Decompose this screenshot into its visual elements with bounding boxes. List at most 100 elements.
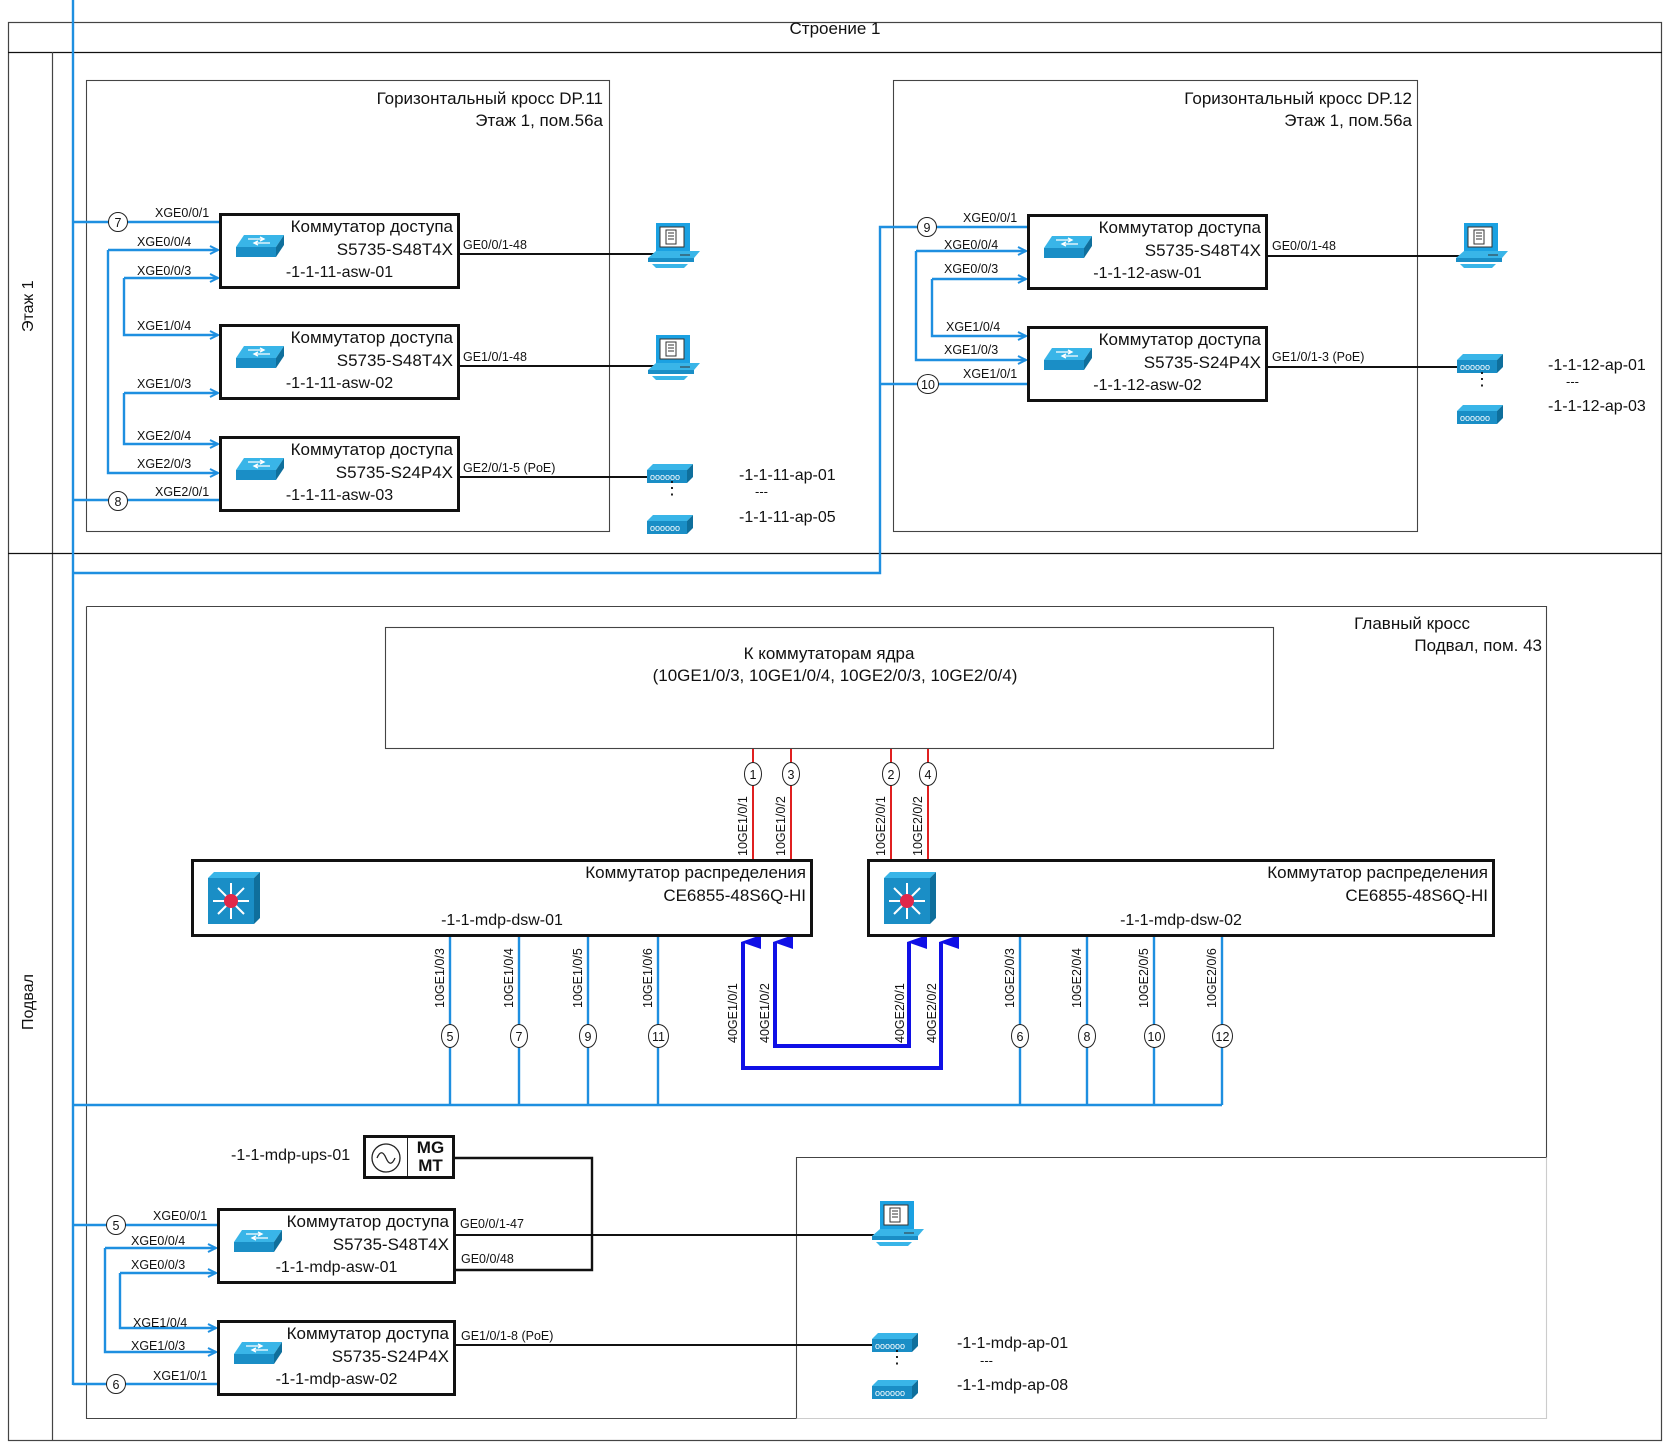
port-label: 40GE2/0/1 (893, 983, 907, 1043)
stack-interlinks (103, 250, 1026, 1352)
port-label: XGE1/0/3 (944, 343, 999, 357)
access-switch-icon (1044, 236, 1092, 258)
downlink-label: GE1/0/1-8 (PoE) (461, 1329, 554, 1343)
switch-model: S5735-S24P4X (331, 1347, 449, 1366)
port-label: XGE0/0/3 (137, 264, 192, 278)
switch-dsw-01[interactable]: Коммутатор распределения CE6855-48S6Q-HI… (191, 859, 813, 937)
switch-asw-mdp-01[interactable]: Коммутатор доступа S5735-S48T4X -1-1-mdp… (217, 1208, 456, 1284)
access-point-icon: oooooo (647, 515, 693, 534)
mdp-frame (86, 605, 1548, 1158)
building-title: Строение 1 (789, 19, 881, 38)
switch-asw-11-03[interactable]: Коммутатор доступа S5735-S24P4X -1-1-11-… (219, 436, 460, 512)
access-point-icon: oooooo (647, 464, 693, 483)
port-label: 10GE1/0/3 (433, 948, 447, 1008)
port-label: 40GE1/0/2 (758, 983, 772, 1043)
ups-device[interactable]: MG MT (363, 1135, 455, 1179)
port-label: XGE2/0/1 (155, 485, 210, 499)
port-label: XGE1/0/1 (963, 367, 1018, 381)
workstation-icon (1456, 223, 1508, 268)
dp12-location: Этаж 1, пом.56а (1284, 111, 1412, 130)
svg-text:oooooo: oooooo (650, 523, 680, 533)
distribution-switch-icon (884, 872, 936, 924)
access-switch-icon (1044, 348, 1092, 370)
link-node: 8 (108, 491, 128, 511)
link-node: 9 (917, 217, 937, 237)
switch-type: Коммутатор доступа (286, 1324, 449, 1343)
port-label: XGE0/0/4 (131, 1234, 186, 1248)
port-label: 10GE2/0/1 (874, 796, 888, 856)
port-label: XGE2/0/4 (137, 429, 192, 443)
ap-label-last: -1-1-mdp-ap-08 (957, 1377, 1069, 1394)
svg-text:oooooo: oooooo (1460, 362, 1490, 372)
downlink-label: GE1/0/1-48 (463, 350, 527, 364)
uplink-wires (71, 0, 1224, 1386)
port-label: 10GE2/0/2 (911, 796, 925, 856)
dp11-frame (85, 79, 611, 533)
ups-label: -1-1-mdp-ups-01 (231, 1147, 351, 1164)
link-node: 5 (106, 1215, 126, 1235)
switch-type: Коммутатор доступа (290, 328, 453, 347)
port-label: XGE1/0/4 (133, 1316, 188, 1330)
port-label: 10GE2/0/4 (1070, 948, 1084, 1008)
switch-dsw-02[interactable]: Коммутатор распределения CE6855-48S6Q-HI… (867, 859, 1495, 937)
link-node: 10 (1144, 1024, 1165, 1048)
svg-text:oooooo: oooooo (650, 472, 680, 482)
access-point-icon: oooooo (872, 1380, 918, 1399)
workstation-icon (872, 1201, 924, 1246)
switch-asw-11-02[interactable]: Коммутатор доступа S5735-S48T4X -1-1-11-… (219, 324, 460, 400)
port-label: XGE1/0/1 (153, 1369, 208, 1383)
port-label: XGE0/0/3 (944, 262, 999, 276)
switch-name: -1-1-11-asw-02 (285, 375, 394, 392)
downlink-label: GE2/0/1-5 (PoE) (463, 461, 556, 475)
ellipsis-vertical-icon: ⋮ (1473, 369, 1491, 389)
port-label: 10GE2/0/6 (1205, 948, 1219, 1008)
lane-floor1: Этаж 1 (20, 280, 37, 332)
ap-label-last: -1-1-11-ap-05 (739, 509, 836, 526)
switch-type: Коммутатор распределения (585, 863, 806, 882)
switch-model: S5735-S24P4X (335, 463, 453, 482)
switch-model: CE6855-48S6Q-HI (1345, 886, 1488, 905)
dp12-title: Горизонтальный кросс DP.12 Этаж 1, пом.5… (1184, 88, 1412, 132)
port-label: 40GE2/0/2 (925, 983, 939, 1043)
switch-type: Коммутатор доступа (1098, 330, 1261, 349)
switch-name: -1-1-mdp-dsw-01 (441, 912, 563, 929)
access-switch-icon (236, 346, 284, 368)
ellipsis-vertical-icon: ⋮ (888, 1347, 906, 1367)
port-label: 40GE1/0/1 (726, 983, 740, 1043)
ap-label-first: -1-1-11-ap-01 (739, 467, 836, 484)
ap-label-first: -1-1-mdp-ap-01 (957, 1335, 1069, 1352)
switch-type: Коммутатор доступа (286, 1212, 449, 1231)
switch-model: S5735-S48T4X (336, 351, 453, 370)
svg-text:oooooo: oooooo (1460, 413, 1490, 423)
port-label: 10GE1/0/2 (774, 796, 788, 856)
mdp-location: Подвал, пом. 43 (1414, 636, 1542, 655)
access-switch-icon (236, 235, 284, 257)
mdp-title: Главный кросс Подвал, пом. 43 (1354, 613, 1542, 657)
switch-model: S5735-S48T4X (332, 1235, 449, 1254)
dp12-title-text: Горизонтальный кросс DP.12 (1184, 89, 1412, 108)
switch-asw-12-02[interactable]: Коммутатор доступа S5735-S24P4X -1-1-12-… (1027, 326, 1268, 402)
port-label: 10GE2/0/3 (1003, 948, 1017, 1008)
switch-name: -1-1-12-asw-01 (1093, 265, 1202, 282)
mdp-title-text: Главный кросс (1354, 614, 1470, 633)
access-point-icon: oooooo (1457, 354, 1503, 373)
switch-type: Коммутатор доступа (290, 440, 453, 459)
switch-asw-12-01[interactable]: Коммутатор доступа S5735-S48T4X -1-1-12-… (1027, 214, 1268, 290)
svg-text:oooooo: oooooo (875, 1341, 905, 1351)
access-links (455, 253, 1460, 1346)
switch-name: -1-1-mdp-dsw-02 (1120, 912, 1242, 929)
link-node: 7 (108, 212, 128, 232)
switch-name: -1-1-11-asw-03 (285, 487, 394, 504)
access-switch-icon (234, 1230, 282, 1252)
ups-port-label: GE0/0/48 (461, 1252, 514, 1266)
switch-asw-mdp-02[interactable]: Коммутатор доступа S5735-S24P4X -1-1-mdp… (217, 1320, 456, 1396)
switch-name: -1-1-11-asw-01 (285, 264, 394, 281)
access-point-icon: oooooo (872, 1333, 918, 1352)
ap-label-ellipsis: --- (755, 484, 768, 499)
switch-asw-11-01[interactable]: Коммутатор доступа S5735-S48T4X -1-1-11-… (219, 213, 460, 289)
port-label: 10GE2/0/5 (1137, 948, 1151, 1008)
port-label: XGE1/0/3 (137, 377, 192, 391)
downlink-label: GE0/0/1-48 (463, 238, 527, 252)
link-node: 1 (744, 762, 762, 786)
